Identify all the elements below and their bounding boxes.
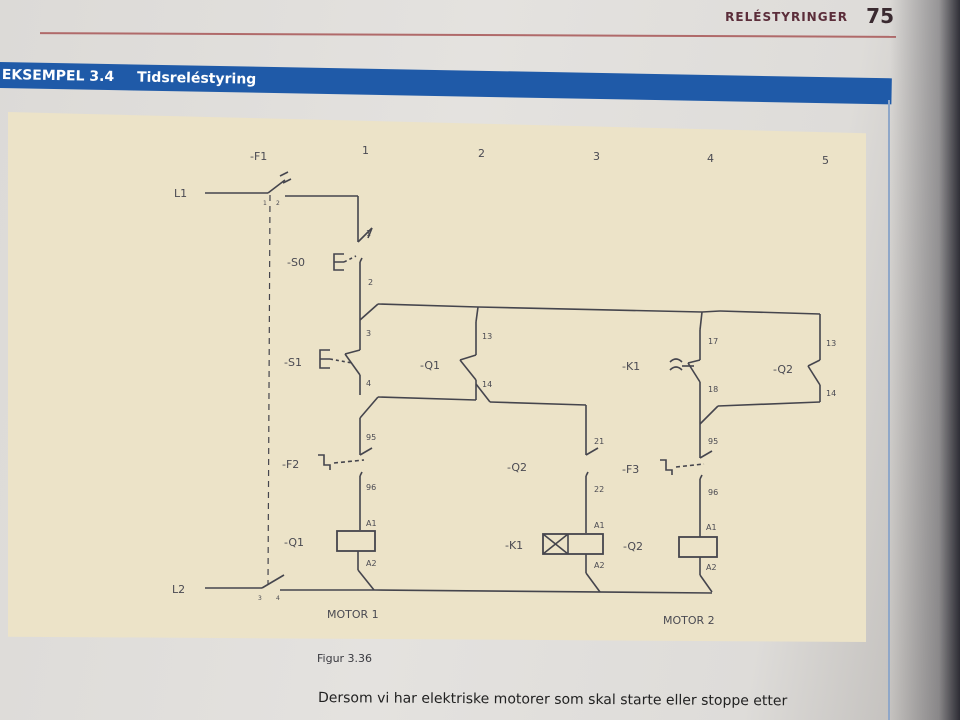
terminal-label: 13 bbox=[482, 332, 492, 341]
column-number: 1 bbox=[362, 144, 369, 157]
terminal-label: A1 bbox=[594, 521, 605, 530]
terminal-label: 1 bbox=[366, 229, 371, 238]
terminal-label: 14 bbox=[826, 389, 836, 398]
terminal-label: A2 bbox=[594, 561, 605, 570]
terminal-label: 13 bbox=[826, 339, 836, 348]
terminal-label: 95 bbox=[708, 437, 718, 446]
label-k1-coil: -K1 bbox=[505, 539, 523, 552]
terminal-label: 21 bbox=[594, 437, 604, 446]
label-f3: -F3 bbox=[622, 463, 639, 476]
terminal-label: 4 bbox=[276, 595, 280, 602]
terminal-label: 3 bbox=[366, 329, 371, 338]
example-box-border bbox=[888, 100, 890, 720]
terminal-label: 14 bbox=[482, 380, 492, 389]
rail-label-l2: L2 bbox=[172, 583, 185, 596]
running-head: RELÉSTYRINGER bbox=[725, 10, 848, 24]
label-q1-coil: -Q1 bbox=[284, 536, 304, 549]
page-number: 75 bbox=[866, 4, 894, 28]
diagram-background bbox=[8, 112, 866, 642]
terminal-label: 22 bbox=[594, 485, 604, 494]
terminal-label: 18 bbox=[708, 385, 718, 394]
rail-label-l1: L1 bbox=[174, 187, 187, 200]
terminal-label: 2 bbox=[368, 278, 373, 287]
terminal-label: 96 bbox=[366, 483, 376, 492]
terminal-label: 3 bbox=[258, 595, 262, 602]
label-f1: -F1 bbox=[250, 150, 267, 163]
terminal-label: A2 bbox=[366, 559, 377, 568]
column-number: 4 bbox=[707, 152, 714, 165]
terminal-label: 4 bbox=[366, 379, 371, 388]
label-q2-coil: -Q2 bbox=[623, 540, 643, 553]
terminal-label: A1 bbox=[706, 523, 717, 532]
terminal-label: A2 bbox=[706, 563, 717, 572]
column-number: 5 bbox=[822, 154, 829, 167]
label-q1-contact: -Q1 bbox=[420, 359, 440, 372]
terminal-label: 96 bbox=[708, 488, 718, 497]
label-k1-contact: -K1 bbox=[622, 360, 640, 373]
figure-caption: Figur 3.36 bbox=[317, 652, 373, 665]
label-f2: -F2 bbox=[282, 458, 299, 471]
terminal-label: A1 bbox=[366, 519, 377, 528]
terminal-label: 1 bbox=[263, 200, 267, 207]
label-q2-nc: -Q2 bbox=[507, 461, 527, 474]
label-q2-contact: -Q2 bbox=[773, 363, 793, 376]
terminal-label: 95 bbox=[366, 433, 376, 442]
terminal-label: 17 bbox=[708, 337, 718, 346]
label-s0: -S0 bbox=[287, 256, 305, 269]
label-s1: -S1 bbox=[284, 356, 302, 369]
page-edge-shadow bbox=[890, 0, 960, 720]
column-number: 3 bbox=[593, 150, 600, 163]
terminal-label: 2 bbox=[276, 200, 280, 207]
motor-label-1: MOTOR 1 bbox=[327, 608, 379, 621]
column-number: 2 bbox=[478, 147, 485, 160]
motor-label-2: MOTOR 2 bbox=[663, 614, 715, 627]
